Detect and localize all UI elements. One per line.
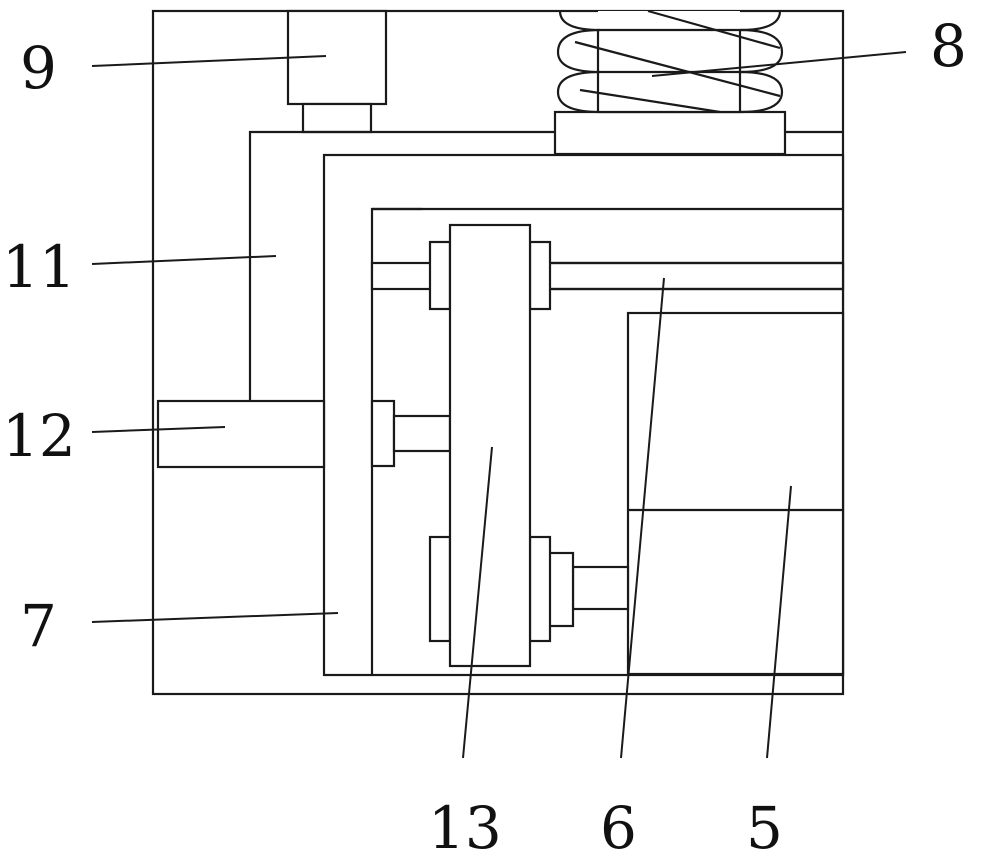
leader-13 bbox=[462, 446, 493, 759]
part-13-belt bbox=[448, 223, 532, 668]
leader-7 bbox=[91, 612, 339, 623]
lower-right-bearing bbox=[528, 535, 552, 643]
label-11: 11 bbox=[2, 233, 76, 301]
leader-6 bbox=[620, 277, 665, 759]
leader-9 bbox=[91, 55, 327, 67]
motor-coupling bbox=[546, 551, 575, 628]
leader-8 bbox=[651, 51, 907, 77]
label-7: 7 bbox=[20, 592, 57, 660]
leader-11 bbox=[91, 255, 277, 265]
part-12-rod bbox=[156, 399, 326, 469]
label-13: 13 bbox=[428, 794, 502, 862]
middle-bearing bbox=[370, 399, 396, 468]
leader-5 bbox=[766, 485, 792, 759]
label-9: 9 bbox=[20, 34, 57, 102]
spring-seat bbox=[553, 110, 787, 156]
part-5-motor bbox=[626, 311, 845, 676]
label-8: 8 bbox=[930, 12, 967, 80]
label-6: 6 bbox=[600, 794, 637, 862]
lower-left-bearing bbox=[428, 535, 452, 643]
middle-shaft bbox=[392, 414, 452, 453]
part-9-rod bbox=[301, 102, 373, 134]
leader-lines bbox=[91, 51, 907, 759]
label-12: 12 bbox=[2, 402, 76, 470]
label-5: 5 bbox=[746, 794, 783, 862]
upper-left-bearing bbox=[428, 240, 452, 311]
motor-shaft bbox=[571, 565, 630, 611]
leader-12 bbox=[91, 426, 226, 433]
upper-right-bearing bbox=[528, 240, 552, 311]
